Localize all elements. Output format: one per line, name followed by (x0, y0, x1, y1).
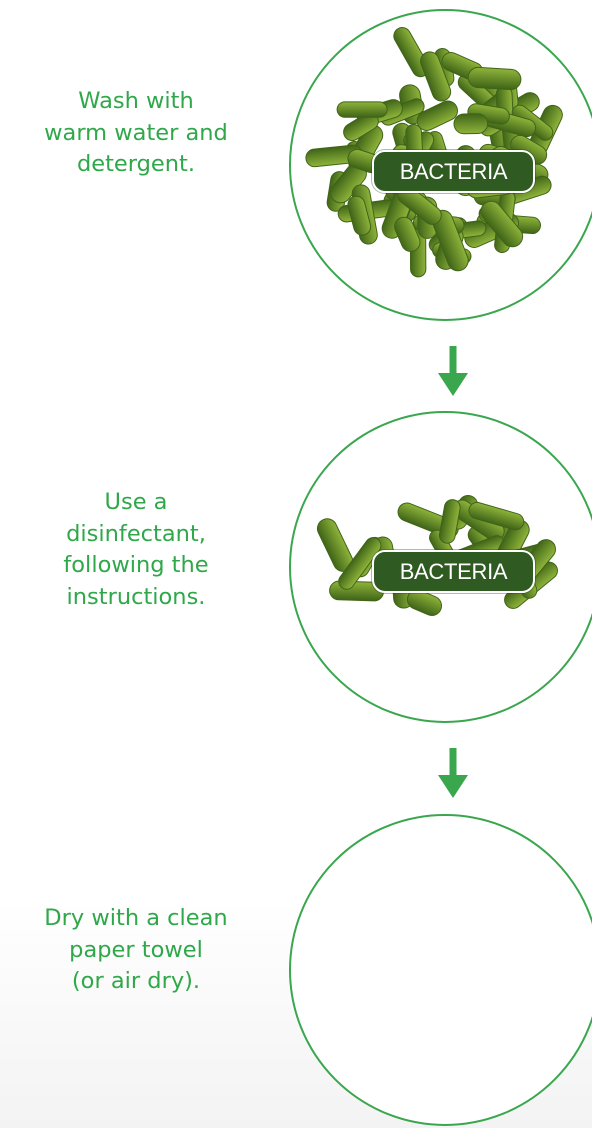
step-3-circle-clean (289, 814, 592, 1126)
bacterium (468, 67, 522, 90)
arrow-down-icon (437, 748, 469, 798)
bacterium (438, 498, 461, 544)
step-2-instruction: Use a disinfectant, following the instru… (20, 487, 252, 613)
step-1-bacteria-badge: BACTERIA (372, 150, 535, 193)
arrow-down-icon (437, 346, 469, 396)
bacterium (337, 102, 387, 117)
bacterium (454, 114, 488, 134)
step-1-instruction: Wash with warm water and detergent. (20, 86, 252, 181)
step-2-bacteria-badge: BACTERIA (372, 550, 535, 593)
step-3-instruction: Dry with a clean paper towel (or air dry… (20, 903, 252, 998)
